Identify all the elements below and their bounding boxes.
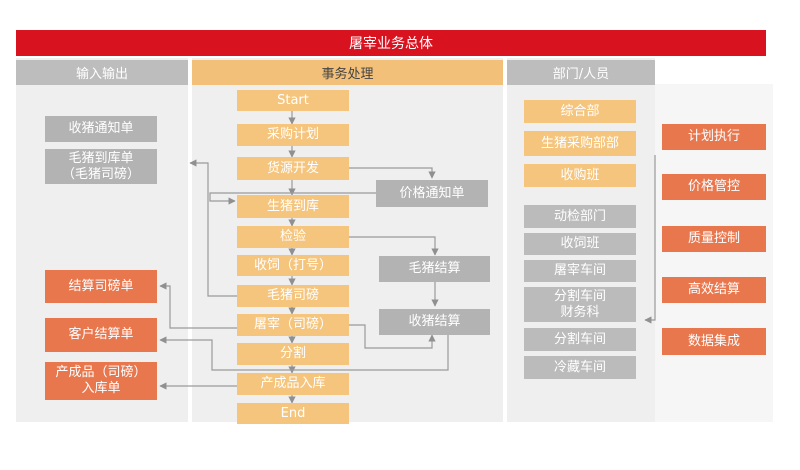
result-efficient-settlement: 高效结算 <box>662 277 766 303</box>
step-inspection: 检验 <box>237 226 349 248</box>
doc-pig-notice: 收猪通知单 <box>45 116 157 142</box>
column-header-process: 事务处理 <box>192 60 503 85</box>
node-live-settlement: 毛猪结算 <box>379 256 490 282</box>
step-slaughter: 屠宰（司磅） <box>237 314 349 336</box>
result-plan-execution: 计划执行 <box>662 124 766 150</box>
diagram-title: 屠宰业务总体 <box>16 30 766 56</box>
dept-cutting-workshop: 分割车间 <box>524 328 636 351</box>
step-product-stock: 产成品入库 <box>237 373 349 395</box>
step-feeding: 收饲（打号） <box>237 255 349 276</box>
result-price-control: 价格管控 <box>662 174 766 200</box>
dept-general: 综合部 <box>524 100 636 123</box>
step-start: Start <box>237 90 349 111</box>
node-price-notice: 价格通知单 <box>376 180 488 207</box>
column-header-io: 输入输出 <box>16 60 188 85</box>
result-data-integration: 数据集成 <box>662 328 766 355</box>
step-purchase-plan: 采购计划 <box>237 124 349 146</box>
node-purchase-settlement: 收猪结算 <box>379 309 490 335</box>
step-end: End <box>237 403 349 424</box>
dept-quarantine: 动检部门 <box>524 205 636 228</box>
step-source-dev: 货源开发 <box>237 157 349 180</box>
dept-feeding-team: 收饲班 <box>524 233 636 255</box>
dept-cutting-finance: 分割车间 财务科 <box>524 287 636 322</box>
dept-slaughter-workshop: 屠宰车间 <box>524 260 636 282</box>
step-live-weigh: 毛猪司磅 <box>237 285 349 307</box>
dept-purchase-team: 收购班 <box>524 164 636 187</box>
doc-live-pig-receipt: 毛猪到库单 （毛猪司磅） <box>45 149 157 184</box>
dept-cold-storage: 冷藏车间 <box>524 356 636 379</box>
doc-customer-statement: 客户结算单 <box>45 318 157 352</box>
doc-product-stock-receipt: 产成品（司磅） 入库单 <box>45 362 157 400</box>
dept-pig-procurement: 生猪采购部部 <box>524 131 636 156</box>
column-header-dept: 部门/人员 <box>507 60 655 85</box>
step-cutting: 分割 <box>237 343 349 365</box>
step-pig-arrival: 生猪到库 <box>237 195 349 218</box>
result-quality-control: 质量控制 <box>662 226 766 252</box>
doc-weigh-slip: 结算司磅单 <box>45 270 157 303</box>
